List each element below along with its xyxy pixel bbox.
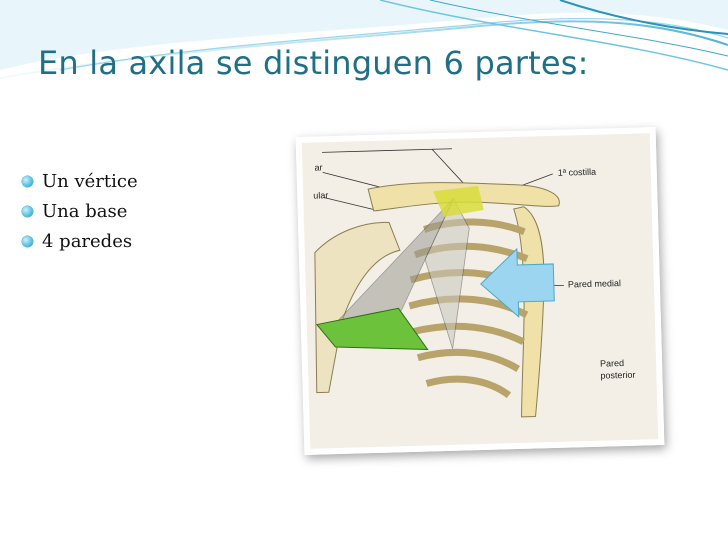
- decorative-waves: [0, 0, 728, 79]
- medial-wall-label: Pared medial: [567, 278, 622, 290]
- bullet-item: Una base: [22, 196, 138, 226]
- partial-label: ar: [314, 162, 323, 173]
- first-rib-label: 1ª costilla: [557, 166, 597, 178]
- anatomy-figure: ar ular 1ª costilla Pared medial Pared p…: [295, 127, 665, 455]
- axilla-drawing: [314, 148, 564, 418]
- bullet-dot-icon: [22, 175, 33, 187]
- bullet-item: Un vértice: [22, 166, 138, 196]
- bullet-text: Una base: [42, 200, 128, 222]
- axilla-illustration: ar ular 1ª costilla Pared medial Pared p…: [301, 133, 659, 449]
- bullet-list: Un vértice Una base 4 paredes: [22, 166, 138, 256]
- posterior-wall-label-2: posterior: [600, 369, 636, 381]
- bullet-dot-icon: [22, 235, 33, 247]
- partial-label: ular: [313, 190, 329, 201]
- bullet-item: 4 paredes: [22, 226, 138, 256]
- bullet-text: Un vértice: [42, 170, 138, 192]
- slide-title: En la axila se distinguen 6 partes:: [38, 44, 589, 82]
- posterior-wall-label-1: Pared: [599, 358, 625, 369]
- bullet-text: 4 paredes: [42, 230, 133, 252]
- bullet-dot-icon: [22, 205, 33, 217]
